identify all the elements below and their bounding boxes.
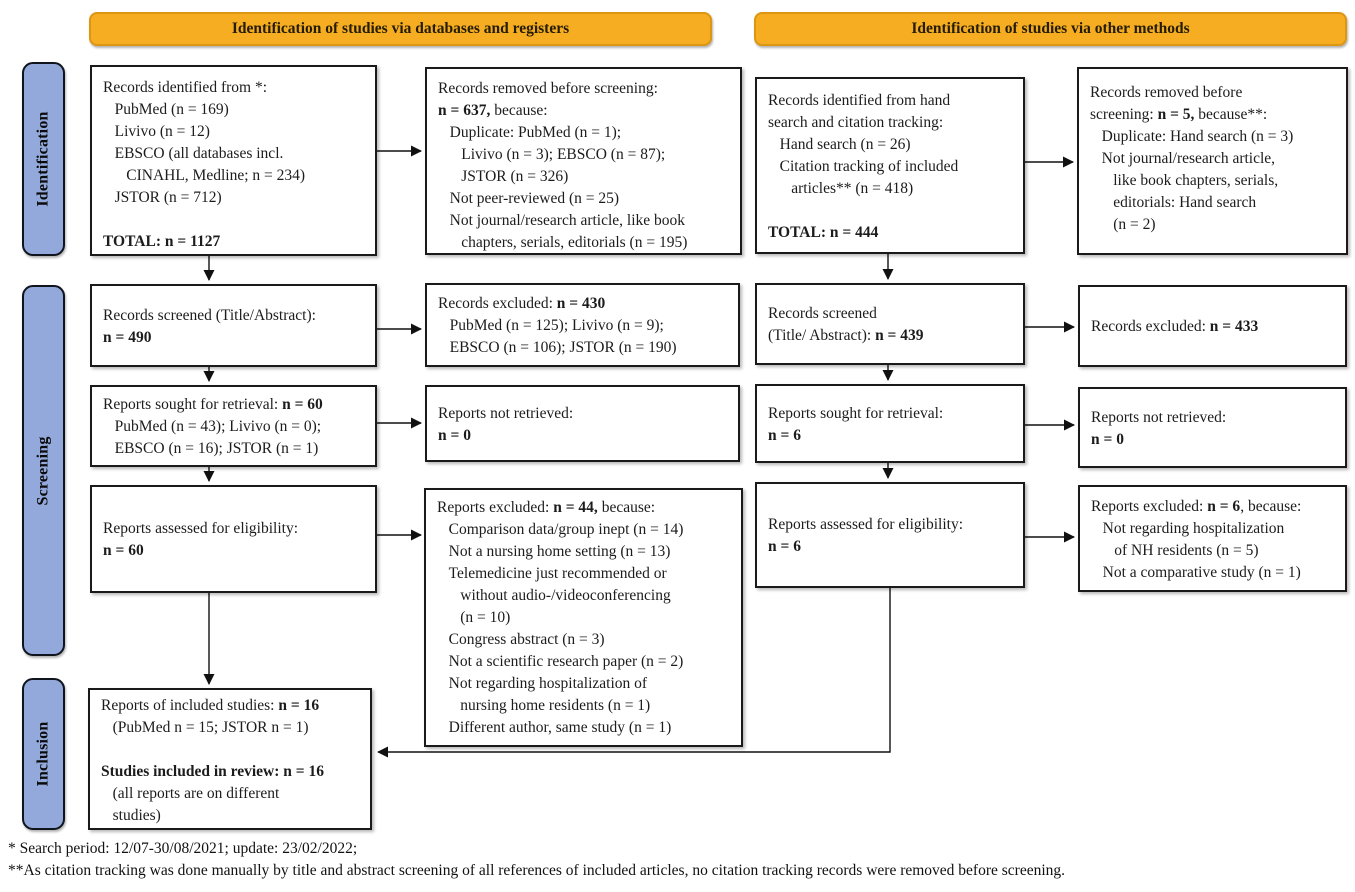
box-text: Records identified from *: PubMed (n = 1… [103,79,306,250]
box-other-reports-sought: Reports sought for retrieval:n = 6 [755,384,1025,463]
box-text: Reports not retrieved:n = 0 [438,404,574,444]
box-other-reports-assessed: Reports assessed for eligibility:n = 6 [755,482,1025,588]
box-included-studies: Reports of included studies: n = 16 (Pub… [88,688,372,830]
box-text: Records excluded: n = 430 PubMed (n = 12… [438,295,677,356]
box-text: Reports sought for retrieval: n = 60 Pub… [103,396,323,457]
box-text: Reports excluded: n = 6, because: Not re… [1091,497,1302,581]
box-db-records-removed: Records removed before screening:n = 637… [425,67,742,255]
box-text: Reports of included studies: n = 16 (Pub… [101,697,324,824]
box-other-records-screened: Records screened(Title/ Abstract): n = 4… [755,283,1025,365]
box-other-reports-excluded: Reports excluded: n = 6, because: Not re… [1078,485,1347,592]
box-text: Reports sought for retrieval:n = 6 [768,404,944,444]
stage-identification: Identification [22,62,65,256]
box-other-reports-not-retrieved: Reports not retrieved:n = 0 [1078,387,1347,468]
stage-screening-label: Screening [34,435,52,506]
box-text: Records screened(Title/ Abstract): n = 4… [768,305,924,344]
banner-databases-label: Identification of studies via databases … [231,20,570,37]
box-text: Records excluded: n = 433 [1091,318,1259,335]
box-db-records-identified: Records identified from *: PubMed (n = 1… [90,65,377,256]
footnote-search-period: * Search period: 12/07-30/08/2021; updat… [8,840,358,857]
box-db-reports-excluded: Reports excluded: n = 44, because: Compa… [424,488,743,747]
box-db-reports-sought: Reports sought for retrieval: n = 60 Pub… [90,385,377,467]
footnote-citation-tracking: **As citation tracking was done manually… [8,862,1066,879]
box-text: Reports excluded: n = 44, because: Compa… [437,499,684,736]
box-text: Records screened (Title/Abstract):n = 49… [103,306,316,346]
banner-databases-registers: Identification of studies via databases … [89,12,712,46]
stage-screening: Screening [22,285,65,656]
box-db-reports-not-retrieved: Reports not retrieved:n = 0 [425,385,740,462]
stage-identification-label: Identification [34,111,52,207]
box-text: Records removed before screening:n = 637… [438,80,688,251]
box-text: Reports not retrieved:n = 0 [1091,408,1227,448]
box-db-reports-assessed: Reports assessed for eligibility:n = 60 [90,485,377,593]
stage-inclusion-label: Inclusion [34,721,52,787]
banner-other-label: Identification of studies via other meth… [911,20,1190,37]
stage-inclusion: Inclusion [22,678,65,830]
box-text: Reports assessed for eligibility:n = 6 [768,516,964,555]
box-text: Reports assessed for eligibility:n = 60 [103,520,299,559]
box-db-records-screened: Records screened (Title/Abstract):n = 49… [90,284,377,367]
banner-other-methods: Identification of studies via other meth… [754,12,1347,46]
box-db-records-excluded: Records excluded: n = 430 PubMed (n = 12… [425,283,740,367]
box-other-records-excluded: Records excluded: n = 433 [1078,285,1347,367]
